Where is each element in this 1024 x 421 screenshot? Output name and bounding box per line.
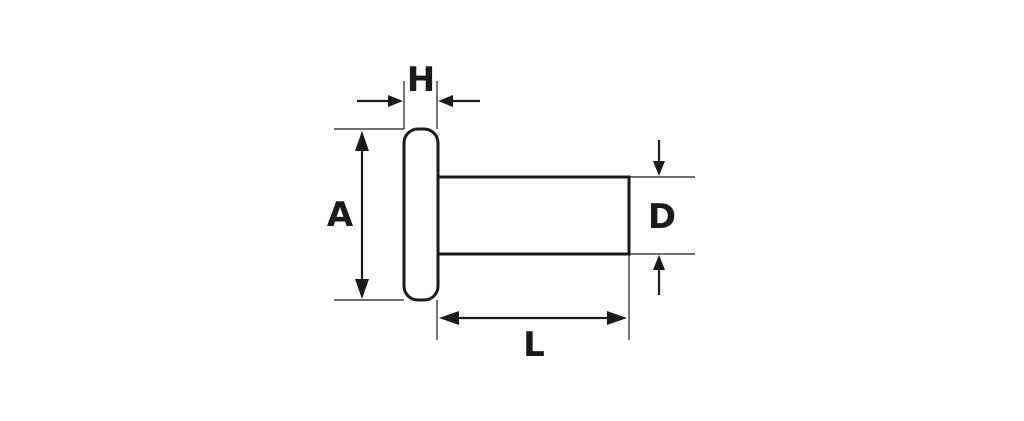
dim-label-l: L: [523, 325, 545, 365]
dim-label-a: A: [327, 195, 354, 235]
dim-label-d: D: [648, 197, 676, 237]
dimension-h: H: [357, 60, 480, 107]
dim-h-right-arrowhead: [438, 95, 453, 107]
dim-a-bottom-arrowhead: [355, 279, 369, 299]
dim-h-left-arrowhead: [388, 95, 403, 107]
dimension-a: A: [327, 131, 369, 299]
dim-d-top-arrowhead: [653, 161, 665, 176]
rivet-part: [402, 127, 631, 302]
extension-lines: [334, 81, 695, 340]
rivet-head: [402, 127, 440, 302]
dim-d-bottom-arrowhead: [653, 255, 665, 270]
dim-label-h: H: [407, 60, 435, 100]
dim-l-left-arrowhead: [439, 311, 459, 325]
dimension-d: D: [648, 140, 676, 295]
dim-l-right-arrowhead: [607, 311, 627, 325]
dim-a-top-arrowhead: [355, 131, 369, 151]
rivet-shank: [435, 175, 631, 256]
dimension-l: L: [439, 311, 627, 365]
